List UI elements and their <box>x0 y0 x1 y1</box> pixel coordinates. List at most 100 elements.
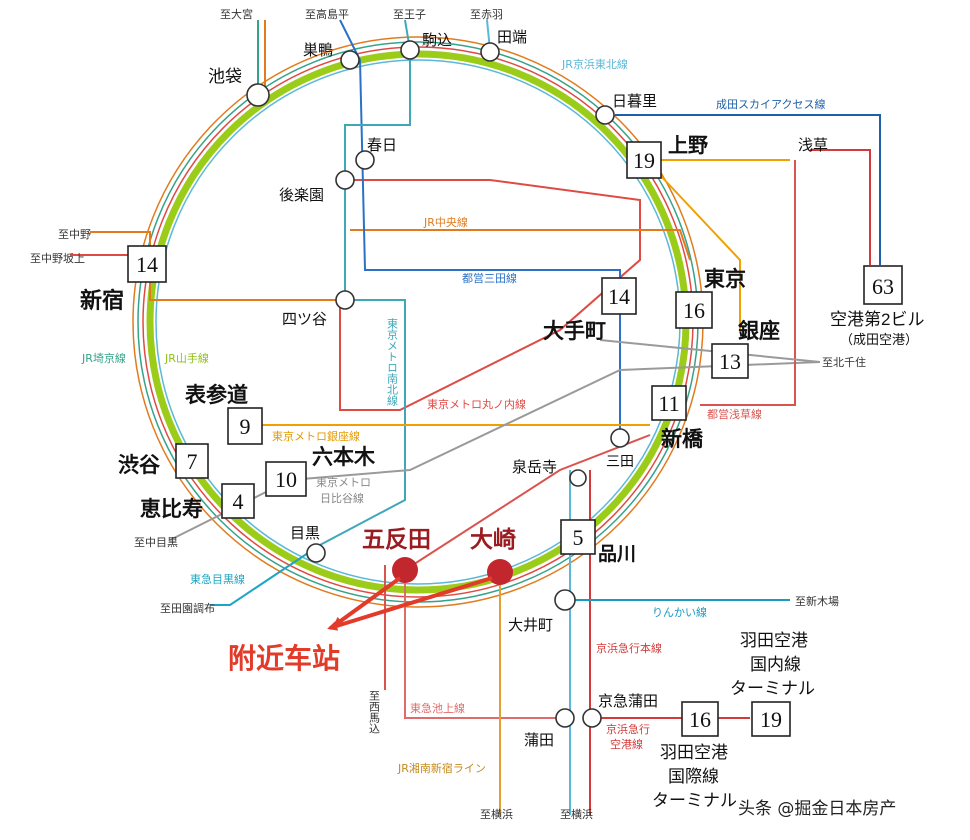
station-shinagawa: 品川 <box>598 543 636 565</box>
dir-takashimadaira: 至高島平 <box>305 7 349 21</box>
minutes-box-shibuya <box>175 443 209 479</box>
line-label-mita: 都営三田線 <box>462 271 517 285</box>
station-marker-mita <box>610 428 630 448</box>
station-haneda-int-2: 国際線 <box>668 767 719 786</box>
station-roppongi: 六本木 <box>312 446 376 469</box>
minutes-omotesando: 9 <box>240 414 251 439</box>
line-label-rinkai: りんかい線 <box>652 605 707 619</box>
minutes-roppongi: 10 <box>275 467 297 492</box>
station-marker-ikebukuro <box>246 83 270 107</box>
station-komagome: 駒込 <box>422 32 452 49</box>
minutes-box-otemachi <box>601 277 637 315</box>
station-omotesando: 表参道 <box>185 383 248 407</box>
station-tabata: 田端 <box>497 29 527 46</box>
station-marker-nippori <box>595 105 615 125</box>
station-osaki: 大崎 <box>470 526 516 552</box>
station-otemachi: 大手町 <box>543 320 606 343</box>
station-shibuya: 渋谷 <box>118 454 161 477</box>
minutes-ueno: 19 <box>633 148 655 173</box>
station-ueno: 上野 <box>668 134 708 157</box>
minutes-otemachi: 14 <box>608 284 630 309</box>
line-label-saikyo: JR埼京線 <box>81 351 126 365</box>
minutes-shinjuku: 14 <box>136 252 158 277</box>
line-label-chuo: JR中央線 <box>423 215 468 229</box>
line-label-hibiya-2: 日比谷線 <box>320 491 364 505</box>
minutes-box-ebisu <box>221 483 255 519</box>
dir-omiya: 至大宮 <box>220 7 253 21</box>
minutes-box-shinjuku <box>127 245 167 283</box>
station-korakuen: 後楽園 <box>279 187 324 204</box>
line-label-ikegami: 東急池上線 <box>410 701 465 715</box>
line-label-marunouchi: 東京メトロ丸ノ内線 <box>427 397 526 411</box>
minute-numbers: 19 14 63 14 16 13 11 9 7 10 4 5 16 19 <box>136 148 894 732</box>
station-yotsuya: 四ツ谷 <box>282 311 327 328</box>
dir-nakameguro: 至中目黒 <box>134 536 178 549</box>
minutes-narita: 63 <box>872 274 894 299</box>
line-label-meguro: 東急目黒線 <box>190 572 245 586</box>
station-nippori: 日暮里 <box>612 93 657 110</box>
minutes-ebisu: 4 <box>233 489 244 514</box>
station-markers <box>246 40 630 728</box>
station-asakusa: 浅草 <box>798 137 828 154</box>
station-mita: 三田 <box>606 453 634 469</box>
dir-nakanosakaue: 至中野坂上 <box>30 252 85 265</box>
station-marker-yotsuya <box>335 290 355 310</box>
line-label-keikyu-airport-1: 京浜急行 <box>606 722 650 736</box>
minutes-haneda-int: 16 <box>689 707 711 732</box>
station-dot-osaki <box>487 559 513 585</box>
station-marker-sengakuji <box>569 469 587 487</box>
station-haneda-dom-3: ターミナル <box>730 679 815 698</box>
station-marker-keikyukamata <box>582 708 602 728</box>
station-sugamo: 巣鴨 <box>303 42 333 59</box>
station-marker-kasuga <box>355 150 375 170</box>
line-labels: JR京浜東北線 成田スカイアクセス線 JR中央線 都営三田線 JR埼京線 JR山… <box>81 57 825 775</box>
callout-arrow-osaki <box>327 576 493 631</box>
minutes-box-ginza <box>711 343 749 379</box>
station-marker-meguro <box>306 543 326 563</box>
dir-oji: 至王子 <box>393 8 426 21</box>
dir-nishimagome: 至西馬込 <box>368 690 381 734</box>
minutes-shimbashi: 11 <box>658 391 679 416</box>
station-airport-t2: 空港第2ビル <box>830 310 924 329</box>
station-labels: 池袋 巣鴨 駒込 田端 日暮里 上野 浅草 春日 後楽園 新宿 四ツ谷 東京 大… <box>80 29 924 810</box>
dir-shinkiba: 至新木場 <box>795 594 839 608</box>
station-keikyukamata: 京急蒲田 <box>598 693 658 710</box>
minutes-haneda-dom: 19 <box>760 707 782 732</box>
minutes-box-tokyo <box>675 291 713 329</box>
minutes-box-haneda-int <box>681 701 719 737</box>
line-label-shonan: JR湘南新宿ライン <box>397 761 486 775</box>
station-haneda-int-3: ターミナル <box>652 791 737 810</box>
line-label-keikyu: 京浜急行本線 <box>596 641 662 655</box>
minutes-shinagawa: 5 <box>573 525 584 550</box>
station-meguro: 目黒 <box>290 525 320 542</box>
station-haneda-dom-1: 羽田空港 <box>740 631 808 650</box>
line-label-skyaccess: 成田スカイアクセス線 <box>716 97 825 111</box>
minutes-box-omotesando <box>227 407 263 445</box>
station-marker-komagome <box>400 40 420 60</box>
station-ebisu: 恵比寿 <box>140 497 203 521</box>
station-shimbashi: 新橋 <box>661 427 704 451</box>
jr-chuo-ring <box>132 36 704 608</box>
station-marker-oimachi <box>554 589 576 611</box>
line-label-keihintohoku: JR京浜東北線 <box>561 57 628 71</box>
station-ginza: 銀座 <box>738 319 780 343</box>
minutes-box-shinagawa <box>560 519 596 555</box>
dir-nakano: 至中野 <box>58 228 91 241</box>
minutes-box-ueno <box>626 141 662 179</box>
dir-denenchofu: 至田園調布 <box>160 601 215 615</box>
minutes-box-narita <box>863 265 903 305</box>
station-sengakuji: 泉岳寺 <box>512 459 557 476</box>
station-shinjuku: 新宿 <box>80 288 124 313</box>
station-kamata: 蒲田 <box>524 732 554 749</box>
line-label-keikyu-airport-2: 空港線 <box>610 737 643 751</box>
line-label-namboku: 東京メトロ南北線 <box>386 318 399 406</box>
station-marker-kamata <box>555 708 575 728</box>
line-label-yamanote: JR山手線 <box>164 351 209 365</box>
minutes-box-shimbashi <box>651 385 687 421</box>
line-label-asakusa: 都営浅草線 <box>707 407 762 421</box>
dir-akabane: 至赤羽 <box>470 8 503 21</box>
station-tokyo: 東京 <box>704 267 746 291</box>
watermark: 头条 @掘金日本房产 <box>738 799 896 819</box>
